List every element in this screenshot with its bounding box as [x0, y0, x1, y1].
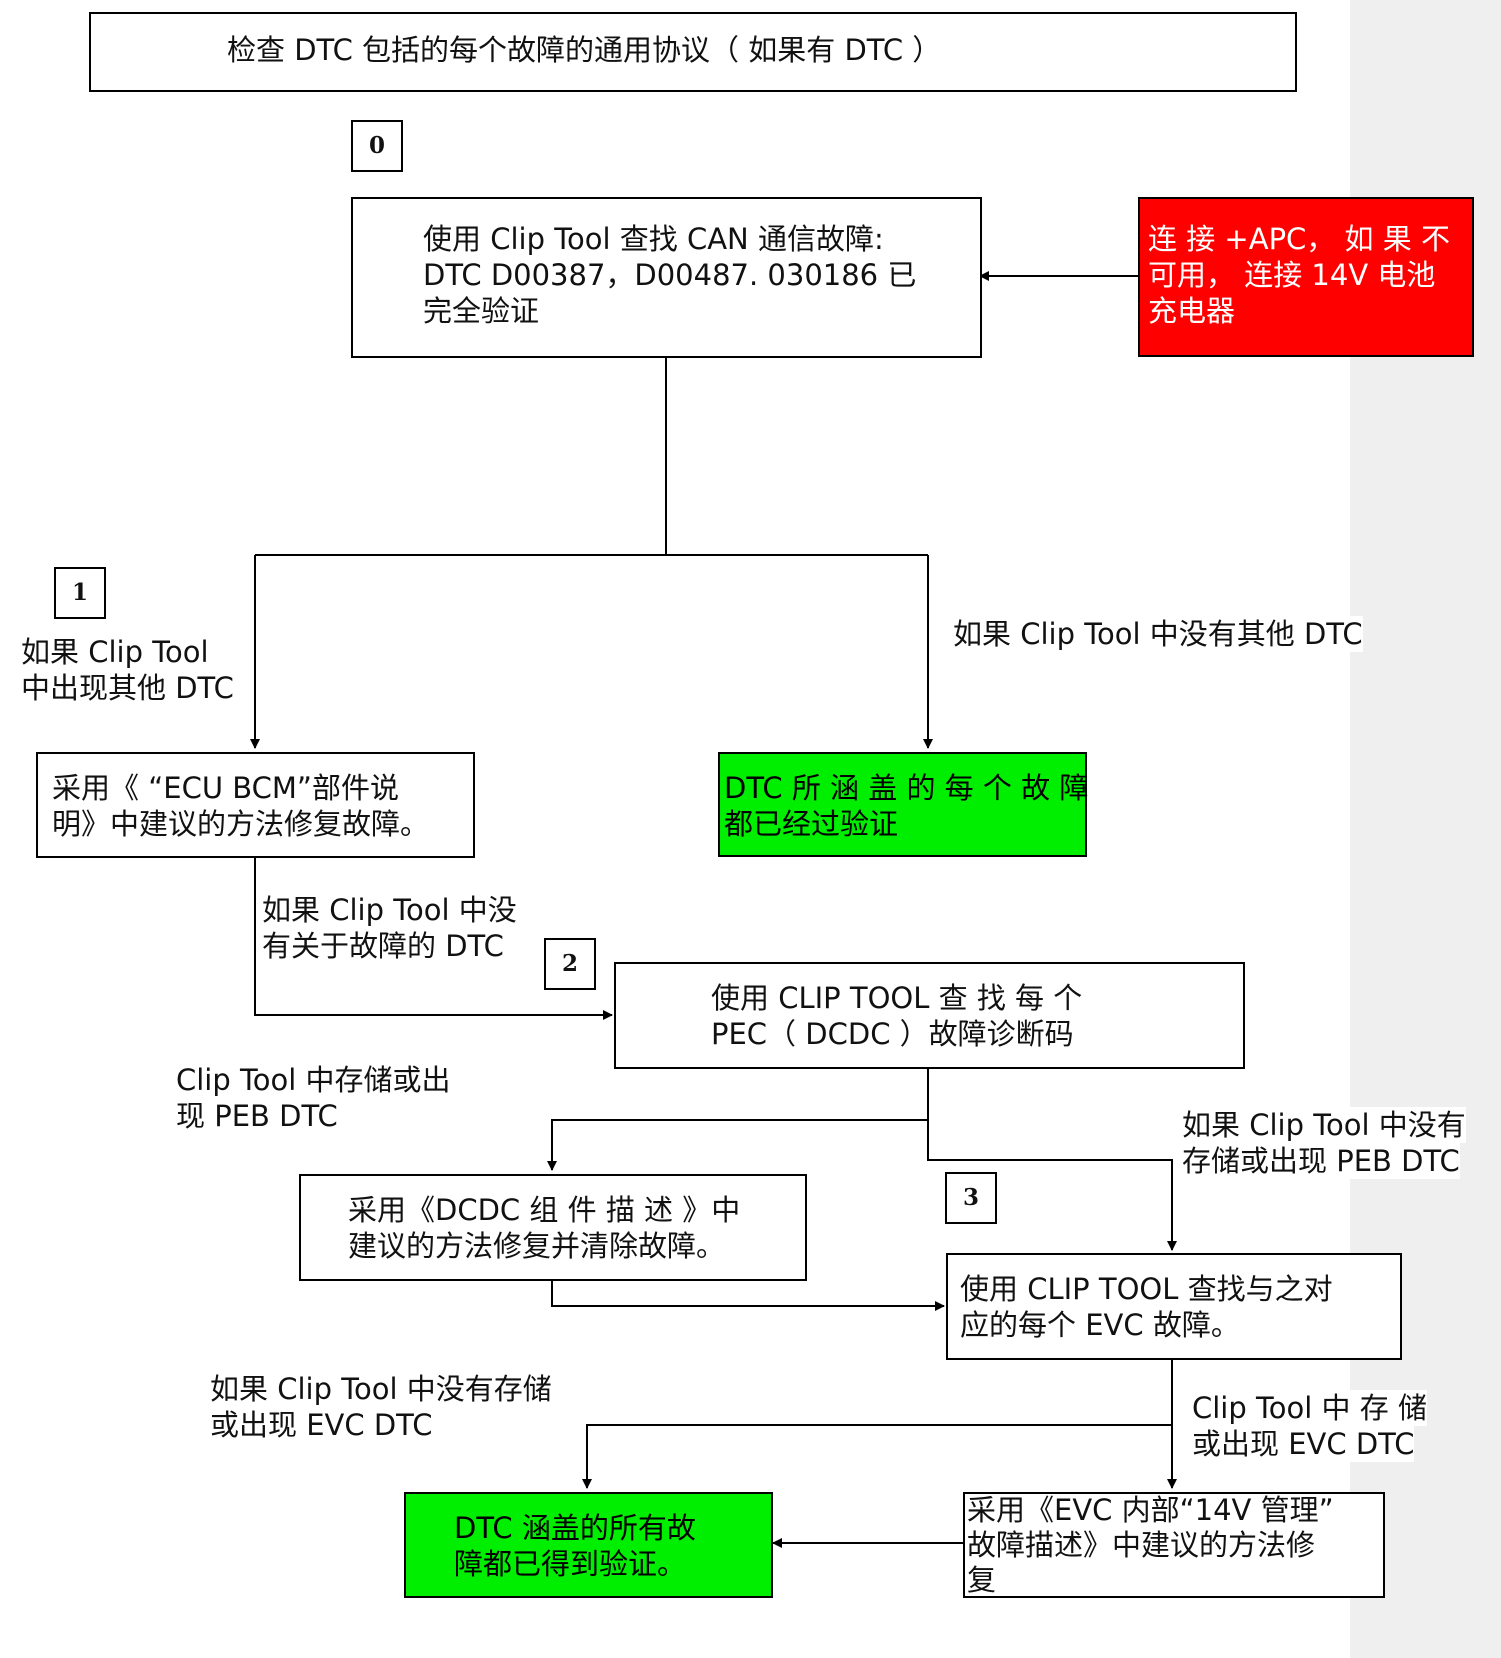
header-title: 检查 DTC 包括的每个故障的通用协议（ 如果有 DTC ） — [227, 33, 942, 67]
verified-bottom-box: DTC 涵盖的所有故 障都已得到验证。 — [404, 1492, 773, 1598]
repair-dcdc-box: 采用《DCDC 组 件 描 述 》中 建议的方法修复并清除故障。 — [299, 1174, 807, 1281]
header-box: 检查 DTC 包括的每个故障的通用协议（ 如果有 DTC ） — [89, 12, 1297, 92]
check-can-box: 使用 Clip Tool 查找 CAN 通信故障: DTC D00387，D00… — [351, 197, 982, 358]
label-peb-present-line-2: 现 PEB DTC — [176, 1098, 338, 1134]
label-no-fault-dtc-line-2: 有关于故障的 DTC — [262, 928, 504, 964]
label-evc-present-line-2: 或出现 EVC DTC — [1192, 1426, 1415, 1462]
repair-bcm-line-2: 明》中建议的方法修复故障。 — [52, 807, 430, 841]
label-peb-present-line-1: Clip Tool 中存储或出 — [176, 1062, 451, 1098]
arrow-bcm-to-pec — [254, 857, 613, 1020]
check-can-line-3: 完全验证 — [423, 294, 540, 328]
apc-warning-line-2: 可用， 连接 14V 电池 — [1148, 258, 1436, 292]
verified-top-box: DTC 所 涵 盖 的 每 个 故 障 都已经过验证 — [718, 752, 1089, 857]
repair-dcdc-line-2: 建议的方法修复并清除故障。 — [348, 1229, 726, 1263]
repair-bcm-line-1: 采用《 “ECU BCM”部件说 — [52, 771, 399, 805]
label-no-other-dtc: 如果 Clip Tool 中没有其他 DTC — [953, 616, 1363, 652]
check-evc-line-2: 应的每个 EVC 故障。 — [960, 1308, 1240, 1342]
label-other-dtc-line-1: 如果 Clip Tool — [21, 634, 209, 670]
verified-bottom-line-1: DTC 涵盖的所有故 — [454, 1511, 696, 1545]
repair-bcm-box: 采用《 “ECU BCM”部件说 明》中建议的方法修复故障。 — [36, 752, 475, 858]
apc-warning-line-3: 充电器 — [1148, 294, 1236, 328]
step-marker-3: 3 — [945, 1172, 997, 1224]
check-evc-line-1: 使用 CLIP TOOL 查找与之对 — [960, 1272, 1333, 1306]
label-peb-absent-line-1: 如果 Clip Tool 中没有 — [1182, 1107, 1466, 1143]
check-pec-line-1: 使用 CLIP TOOL 查 找 每 个 — [711, 981, 1083, 1015]
verified-top-line-2: 都已经过验证 — [724, 807, 899, 841]
label-evc-absent-line-2: 或出现 EVC DTC — [210, 1407, 433, 1443]
verified-bottom-line-2: 障都已得到验证。 — [454, 1547, 687, 1581]
repair-evc-box: 采用《EVC 内部“14V 管理” 故障描述》中建议的方法修 复 — [963, 1492, 1385, 1598]
check-evc-box: 使用 CLIP TOOL 查找与之对 应的每个 EVC 故障。 — [946, 1253, 1402, 1360]
check-can-line-1: 使用 Clip Tool 查找 CAN 通信故障: — [423, 222, 884, 256]
repair-evc-line-3: 复 — [967, 1563, 997, 1597]
label-evc-absent-line-1: 如果 Clip Tool 中没有存储 — [210, 1371, 552, 1407]
arrow-to-repair-dcdc — [547, 1119, 928, 1171]
arrow-dcdc-to-evc — [551, 1280, 945, 1311]
apc-warning-box: 连 接 +APC， 如 果 不 可用， 连接 14V 电池 充电器 — [1138, 197, 1474, 357]
step-marker-1: 1 — [54, 567, 106, 619]
check-pec-line-2: PEC（ DCDC ）故障诊断码 — [711, 1017, 1074, 1051]
verified-top-line-1: DTC 所 涵 盖 的 每 个 故 障 — [724, 771, 1089, 805]
label-no-fault-dtc-line-1: 如果 Clip Tool 中没 — [262, 892, 517, 928]
repair-evc-line-2: 故障描述》中建议的方法修 — [967, 1528, 1316, 1562]
apc-warning-line-1: 连 接 +APC， 如 果 不 — [1148, 222, 1450, 256]
repair-dcdc-line-1: 采用《DCDC 组 件 描 述 》中 — [348, 1193, 741, 1227]
check-pec-box: 使用 CLIP TOOL 查 找 每 个 PEC（ DCDC ）故障诊断码 — [614, 962, 1245, 1069]
label-other-dtc-line-2: 中出现其他 DTC — [21, 670, 234, 706]
repair-evc-line-1: 采用《EVC 内部“14V 管理” — [967, 1493, 1334, 1527]
check-can-line-2: DTC D00387，D00487. 030186 已 — [423, 258, 917, 292]
arrow-to-verified-bottom — [582, 1424, 1172, 1489]
step-marker-0: 0 — [351, 120, 403, 172]
label-evc-present-line-1: Clip Tool 中 存 储 — [1192, 1390, 1427, 1426]
label-peb-absent-line-2: 存储或出现 PEB DTC — [1182, 1143, 1460, 1179]
arrow-to-check-evc — [927, 1120, 1177, 1251]
step-marker-2: 2 — [544, 938, 596, 990]
